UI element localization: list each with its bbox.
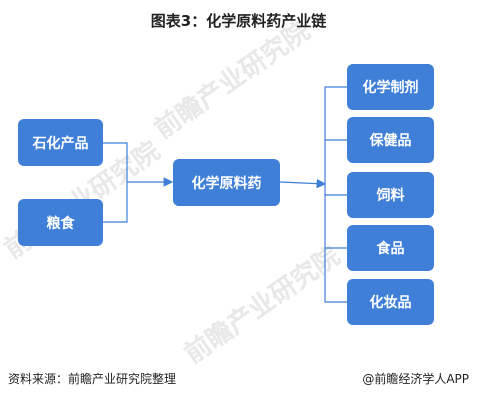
- arrow-from-center: [279, 178, 327, 189]
- brand-note: @前瞻经济学人APP: [362, 372, 469, 386]
- downstream-box-formulations: 化学制剂: [347, 64, 434, 110]
- downstream-box-cosmetics: 化妆品: [347, 279, 434, 325]
- center-box-api: 化学原料药: [173, 159, 280, 206]
- downstream-box-food: 食品: [347, 225, 434, 271]
- upstream-box-petrochemicals: 石化产品: [18, 119, 103, 166]
- connector-upstream: [103, 142, 128, 223]
- downstream-box-health-products: 保健品: [347, 117, 434, 163]
- upstream-box-grain: 粮食: [18, 199, 103, 246]
- source-note: 资料来源：前瞻产业研究院整理: [8, 372, 177, 386]
- downstream-box-feed: 饲料: [347, 172, 434, 218]
- chart-title: 图表3：化学原料药产业链: [150, 12, 327, 30]
